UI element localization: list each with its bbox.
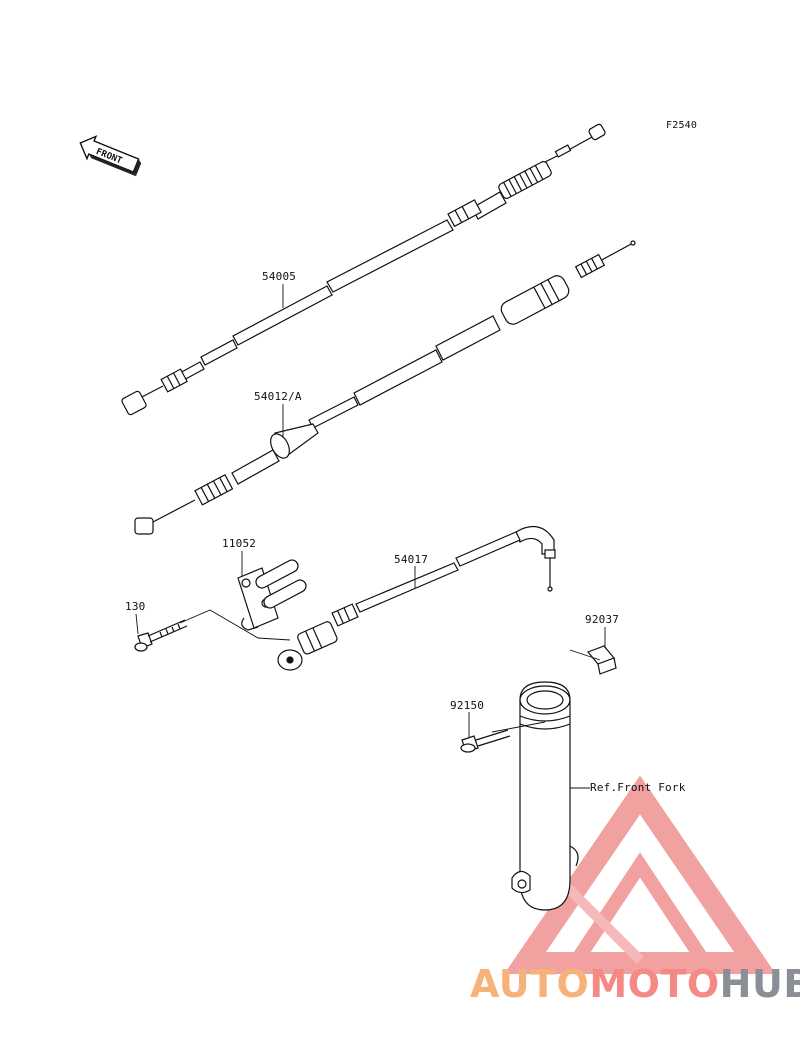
part-label-92037: 92037	[585, 613, 620, 626]
cable-guide	[586, 645, 617, 675]
leader-lines	[135, 284, 606, 789]
part-label-54017: 54017	[394, 553, 429, 566]
part-label-11052: 11052	[222, 537, 257, 550]
part-label-92150: 92150	[450, 699, 485, 712]
front-fork	[511, 681, 579, 911]
clutch-cable	[121, 123, 606, 416]
watermark-part-hub: HUB	[719, 962, 800, 1006]
watermark-part-auto: AUTO	[470, 962, 590, 1006]
speedometer-cable	[277, 525, 556, 671]
front-arrow-icon: FRONT	[79, 135, 142, 177]
throttle-cable	[134, 240, 636, 535]
watermark-text: AUTOMOTOHUB	[470, 962, 800, 1006]
part-label-54005: 54005	[262, 270, 297, 283]
bolt	[134, 619, 188, 652]
reference-label: Ref.Front Fork	[590, 781, 686, 794]
part-label-130: 130	[125, 600, 146, 613]
watermark-logo	[504, 775, 776, 974]
watermark-part-moto: MOTO	[589, 962, 720, 1006]
figure-code: F2540	[666, 120, 698, 131]
cable-holder	[237, 559, 307, 631]
part-label-54012a: 54012/A	[254, 390, 302, 403]
screw	[460, 729, 511, 753]
